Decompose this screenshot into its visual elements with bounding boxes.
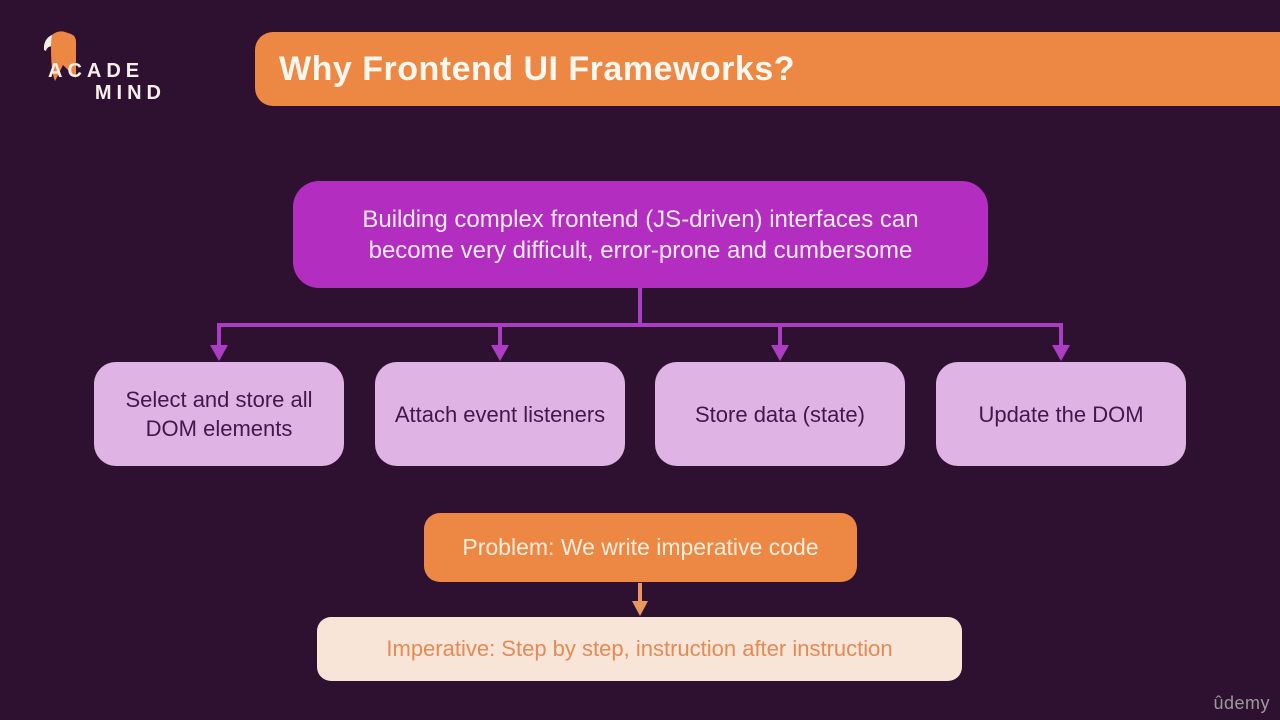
imperative-definition-box: Imperative: Step by step, instruction af… xyxy=(317,617,962,681)
logo-word-mind: MIND xyxy=(94,82,166,104)
task-box-store-state: Store data (state) xyxy=(655,362,905,466)
udemy-logo: ûdemy xyxy=(1213,693,1270,713)
arrowhead-orange-icon xyxy=(632,601,648,616)
academind-logo: ACADE MIND xyxy=(38,28,178,108)
slide-title-bar: Why Frontend UI Frameworks? xyxy=(255,32,1280,106)
academind-ribbon-icon xyxy=(43,31,76,81)
root-statement-box: Building complex frontend (JS-driven) in… xyxy=(293,181,988,288)
problem-box-text: Problem: We write imperative code xyxy=(462,534,819,560)
task-box-label: Attach event listeners xyxy=(394,401,606,427)
page-title: Why Frontend UI Frameworks? xyxy=(279,49,795,88)
arrowhead-3-icon xyxy=(771,345,789,361)
task-box-event-listeners: Attach event listeners xyxy=(375,362,625,466)
task-box-label: Select and store all DOM elements xyxy=(125,387,313,441)
task-box-update-dom: Update the DOM xyxy=(936,362,1186,466)
arrowhead-1-icon xyxy=(210,345,228,361)
arrowhead-2-icon xyxy=(491,345,509,361)
task-box-label: Update the DOM xyxy=(978,401,1144,427)
arrowhead-4-icon xyxy=(1052,345,1070,361)
imperative-definition-text: Imperative: Step by step, instruction af… xyxy=(386,636,893,661)
task-box-label: Store data (state) xyxy=(695,401,865,427)
academind-wordmark: ACADE MIND xyxy=(48,60,168,104)
task-box-select-dom: Select and store all DOM elements xyxy=(94,362,344,466)
logo-word-acade: ACADE xyxy=(48,60,145,82)
root-statement-text: Building complex frontend (JS-driven) in… xyxy=(362,205,919,264)
problem-box: Problem: We write imperative code xyxy=(424,513,857,582)
magenta-connector-path xyxy=(217,288,1063,347)
